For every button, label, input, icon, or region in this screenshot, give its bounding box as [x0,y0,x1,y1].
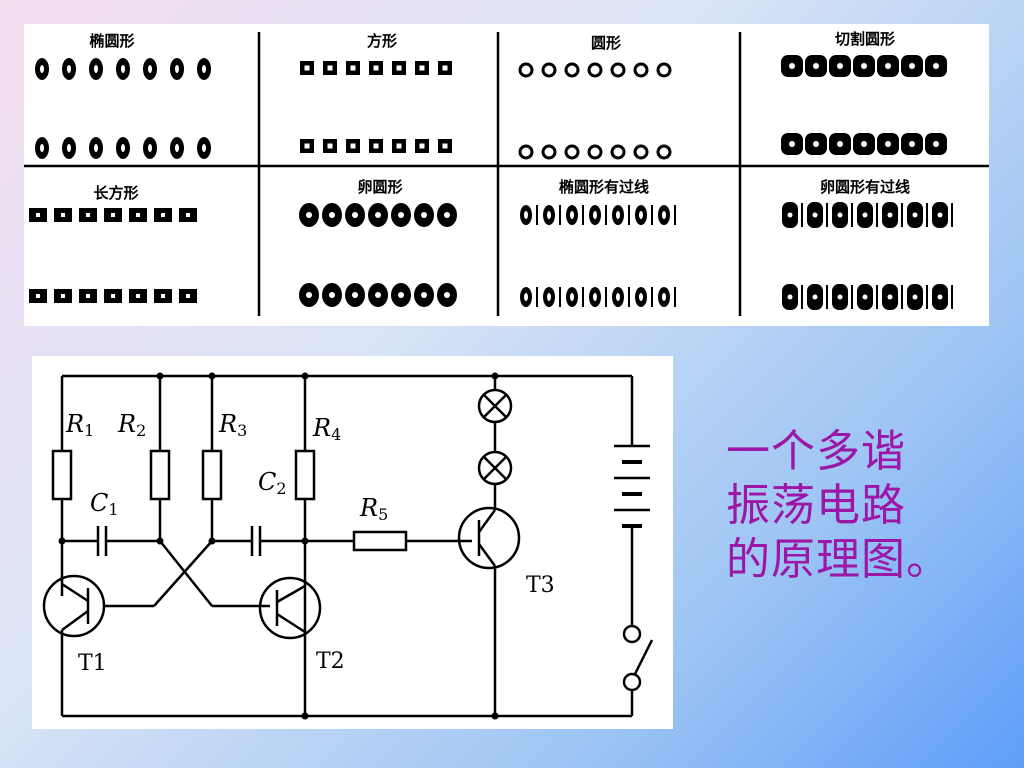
pad-sample [633,62,649,78]
transistor-t2-emitter [276,612,306,634]
pad-sample [633,144,649,160]
transistor-t2-collector [276,584,306,604]
cross-coupling-wire [153,540,213,607]
panel-title-ellipse-trace: 椭圆形有过线 [559,178,649,196]
pad-sample [518,144,534,160]
label-r1: R1 [65,410,94,440]
caption-line: 振荡电路 [726,480,906,531]
panel-title-oval: 卵圆形 [357,178,402,196]
resistor-r5 [352,530,408,552]
switch-contact [622,672,642,692]
junction-dot [301,712,309,720]
junction-dot [156,537,164,545]
resistor-r4 [294,449,316,501]
lamp-2 [477,450,513,486]
label-t3: T3 [526,573,555,598]
junction-dot [208,372,216,380]
label-t1: T1 [78,651,107,676]
switch-contact [622,624,642,644]
schematic-svg: R1 R2 R3 R4 R5 C1 C2 T1 T2 T3 [42,372,654,720]
junction-dot [491,712,499,720]
transistor-t1-emitter [61,609,89,632]
transistor-t1-body [42,574,106,638]
label-c2: C2 [258,468,287,498]
junction-dot [156,372,164,380]
switch-lever [633,639,654,675]
panel-title-ellipse: 椭圆形 [89,32,134,50]
junction-dot [301,372,309,380]
pad-sample [587,144,603,160]
label-r5: R5 [359,494,388,524]
transistor-t3-emitter [477,543,497,567]
junction-dot [208,537,216,545]
resistor-r1 [51,449,73,501]
caption: 一个多谐 振荡电路 的原理图。 [726,425,966,587]
pad-sample [656,144,672,160]
pad-sample [587,62,603,78]
resistor-r3 [201,449,223,501]
label-t2: T2 [316,649,345,674]
transistor-t2-body [258,576,322,640]
panel-title-rectangle: 长方形 [93,184,138,202]
panel-title-oval-trace: 卵圆形有过线 [820,178,910,196]
pad-sample [541,144,557,160]
panel-title-square: 方形 [367,32,397,50]
pad-patterns-svg: 椭圆形 方形 圆形 切割圆形 长方形 卵圆形 椭圆形有过线 卵圆形有过线 [24,30,989,316]
pad-sample [610,62,626,78]
junction-dot [58,537,66,545]
lamp-1 [477,388,513,424]
pad-sample [564,62,580,78]
caption-line: 一个多谐 [726,426,906,477]
label-r4: R4 [312,414,341,444]
lamp-2-cross [483,456,507,480]
pad-sample [518,62,534,78]
label-c1: C1 [90,489,119,519]
junction-dot [491,372,499,380]
label-r2: R2 [117,410,146,440]
transistor-t1-collector [61,582,89,603]
resistor-r2 [149,449,171,501]
multivibrator-schematic: R1 R2 R3 R4 R5 C1 C2 T1 T2 T3 [32,356,673,729]
pad-patterns-panel: 椭圆形 方形 圆形 切割圆形 长方形 卵圆形 椭圆形有过线 卵圆形有过线 [24,24,989,326]
cross-coupling-wire [159,540,213,607]
pad-sample [564,144,580,160]
pad-sample [610,144,626,160]
pad-sample [541,62,557,78]
panel-title-circle: 圆形 [591,34,621,52]
label-r3: R3 [218,410,247,440]
pad-sample [656,62,672,78]
transistor-t3-body [457,506,521,570]
caption-line: 的原理图。 [726,534,951,585]
panel-title-cut-circle: 切割圆形 [835,30,895,48]
transistor-t3-collector [477,509,497,533]
junction-dot [301,537,309,545]
lamp-1-cross [483,394,507,418]
